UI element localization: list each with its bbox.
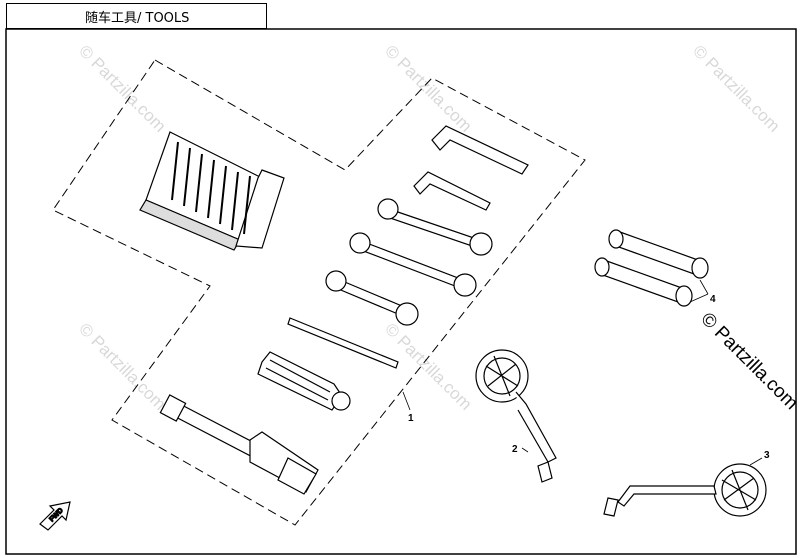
diagram-title: 随车工具/ TOOLS bbox=[6, 3, 267, 29]
screwdriver-blade bbox=[287, 317, 399, 369]
tool-kit-boundary bbox=[52, 59, 586, 526]
handlebar-grip-lower bbox=[594, 257, 693, 307]
watermark-text: © Partzilla.com bbox=[75, 319, 169, 413]
spark-plug-wrench bbox=[159, 394, 319, 495]
wrench-3 bbox=[325, 270, 419, 326]
hex-key-small bbox=[413, 171, 491, 211]
wrench-1 bbox=[377, 198, 493, 256]
fwd-arrow-icon: FWD bbox=[39, 501, 71, 531]
callout-grips: 4 bbox=[689, 279, 716, 305]
mirror-left bbox=[475, 349, 557, 483]
watermark-text: © Partzilla.com bbox=[381, 41, 475, 135]
svg-text:2: 2 bbox=[512, 444, 518, 455]
watermark-text: © Partzilla.com bbox=[75, 41, 169, 135]
tool-roll-pouch bbox=[139, 131, 285, 251]
callout-mirror-right: 3 bbox=[749, 450, 770, 466]
watermark-main: © Partzilla.com bbox=[696, 309, 800, 414]
svg-text:1: 1 bbox=[408, 413, 414, 424]
watermark-text: © Partzilla.com bbox=[689, 41, 783, 135]
screwdriver-handle bbox=[257, 351, 351, 411]
drawing-border bbox=[5, 28, 797, 555]
hex-key-large bbox=[431, 125, 529, 175]
wrench-2 bbox=[349, 232, 477, 297]
svg-text:3: 3 bbox=[764, 450, 770, 461]
mirror-right bbox=[603, 463, 767, 517]
svg-text:4: 4 bbox=[710, 294, 716, 305]
callout-mirror-left: 2 bbox=[512, 444, 529, 455]
callout-tool-kit: 1 bbox=[402, 391, 414, 424]
handlebar-grip-upper bbox=[608, 229, 709, 279]
